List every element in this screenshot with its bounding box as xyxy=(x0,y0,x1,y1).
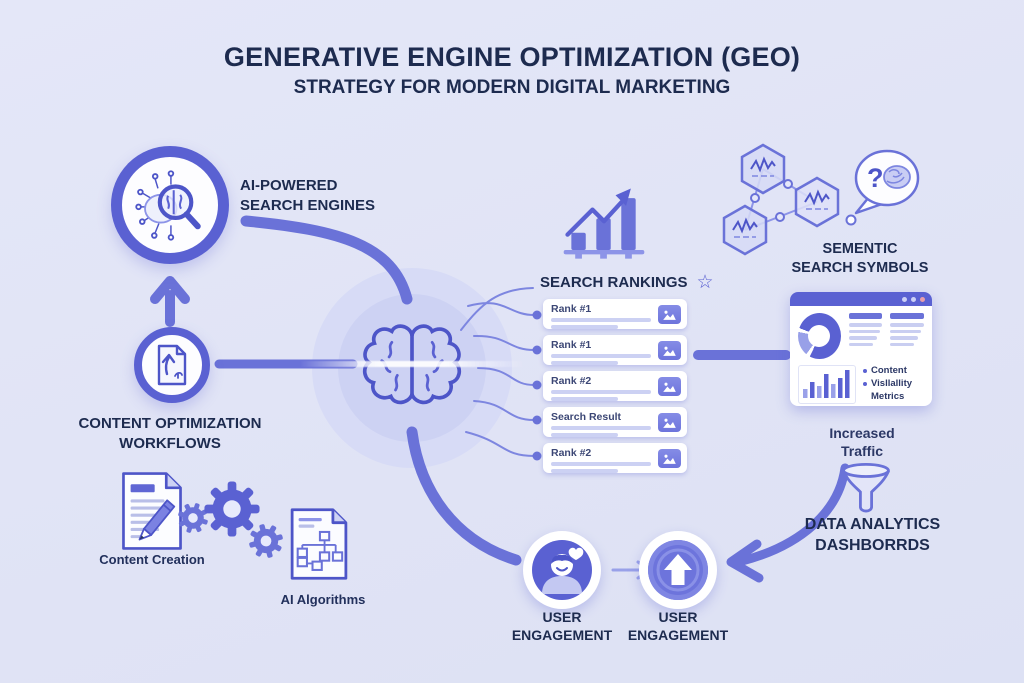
arrow-content-to-ai xyxy=(150,276,190,327)
page-subtitle: STRATEGY FOR MODERN DIGITAL MARKETING xyxy=(293,77,731,98)
label-search-rankings: SEARCH RANKINGS xyxy=(540,274,688,291)
ai-algorithms-icon xyxy=(290,508,348,580)
hexagon-nodes xyxy=(722,143,840,256)
gears-icon xyxy=(173,481,290,564)
donut-chart-icon xyxy=(798,313,841,359)
arrow-analytics-to-engagement xyxy=(726,463,850,583)
ai-search-node xyxy=(111,146,229,264)
svg-text:?: ? xyxy=(867,163,884,193)
dashboard-text-column xyxy=(848,313,883,359)
content-creation-icon xyxy=(122,472,182,550)
label-ai-algorithms: AI Algorithms xyxy=(280,592,366,607)
rank-card: Rank #1 xyxy=(543,299,687,329)
image-thumbnail-icon xyxy=(658,377,681,396)
document-upload-icon xyxy=(157,344,187,386)
dashboard-legend: Content Visllallity Metrics xyxy=(863,365,924,403)
funnel-icon xyxy=(842,463,890,513)
search-rankings-row: SEARCH RANKINGS ☆ xyxy=(540,273,714,293)
user-engagement-node-left xyxy=(523,531,601,609)
brain-icon xyxy=(362,324,462,405)
image-thumbnail-icon xyxy=(658,413,681,432)
arrow-brain-to-engagement xyxy=(406,426,522,566)
label-increased-traffic: Increased Traffic xyxy=(829,425,895,460)
dashboard-text-column xyxy=(890,313,924,359)
label-user-engagement-right: USER ENGAGEMENT xyxy=(627,609,729,644)
ai-brain-magnifier-icon xyxy=(135,170,201,241)
content-workflows-node xyxy=(134,327,210,403)
label-data-analytics: DATA ANALYTICS DASHBORRDS xyxy=(804,516,941,554)
analytics-dashboard-window: Content Visllallity Metrics xyxy=(790,292,932,406)
rankings-growth-chart-icon xyxy=(563,188,645,259)
arrow-ai-to-brain xyxy=(240,215,413,305)
semantic-hexagons-icon: ? xyxy=(722,143,920,256)
rank-card: Rank #2 xyxy=(543,443,687,473)
rank-card: Rank #1 xyxy=(543,335,687,365)
label-semantic-symbols: SEMENTIC SEARCH SYMBOLS xyxy=(791,241,929,276)
bullet-icon xyxy=(863,381,867,386)
rank-card-list: Rank #1 Rank #1 Rank #2 Search Result xyxy=(543,299,687,473)
happy-user-icon xyxy=(532,540,592,600)
label-ai-search: AI-POWERED SEARCH ENGINES xyxy=(240,177,376,214)
connector-dots xyxy=(532,310,542,461)
star-icon: ☆ xyxy=(696,272,714,294)
label-user-engagement-left: USER ENGAGEMENT xyxy=(511,609,613,644)
image-thumbnail-icon xyxy=(658,341,681,360)
window-dot-icon xyxy=(902,296,907,302)
label-content-creation: Content Creation xyxy=(99,552,205,567)
window-dot-icon xyxy=(920,296,925,302)
label-content-workflows: CONTENT OPTIMIZATION WORKFLOWS xyxy=(78,415,262,452)
light-beam xyxy=(300,361,524,367)
page-title: GENERATIVE ENGINE OPTIMIZATION (GEO) xyxy=(223,42,801,72)
bullet-icon xyxy=(863,369,867,373)
arrow-up-icon xyxy=(648,540,708,600)
rank-card: Rank #2 xyxy=(543,371,687,401)
window-dot-icon xyxy=(911,296,916,302)
thought-bubble-icon: ? xyxy=(845,149,920,226)
rank-card: Search Result xyxy=(543,407,687,437)
window-titlebar xyxy=(790,292,932,306)
mini-bar-chart-icon xyxy=(798,365,856,404)
user-engagement-node-right xyxy=(639,531,717,609)
image-thumbnail-icon xyxy=(658,305,681,324)
image-thumbnail-icon xyxy=(658,449,681,468)
